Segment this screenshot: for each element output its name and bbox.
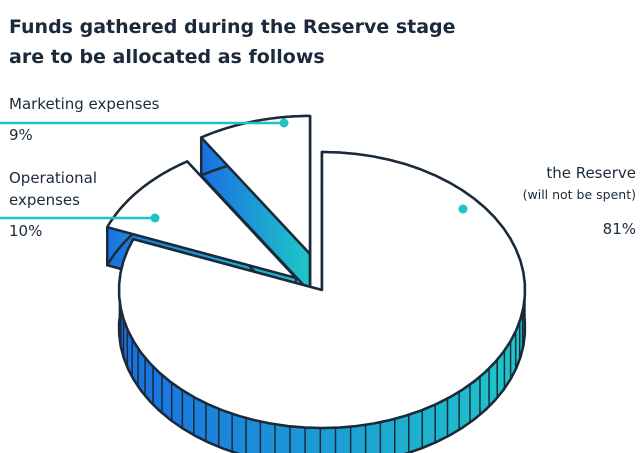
- leader-dot-marketing: [279, 118, 289, 128]
- label-reserve: the Reserve (will not be spent) 81%: [523, 162, 636, 240]
- label-operational-name2: expenses: [9, 191, 80, 209]
- label-reserve-name2: (will not be spent): [522, 187, 636, 202]
- label-operational: Operational expenses 10%: [9, 167, 97, 242]
- leader-dot-operational: [150, 213, 160, 223]
- label-operational-name1: Operational: [9, 169, 98, 187]
- title-line-2: are to be allocated as follows: [9, 46, 325, 68]
- slice-top: [117, 150, 527, 430]
- label-marketing: Marketing expenses 9%: [9, 93, 159, 146]
- label-reserve-name1: the Reserve: [546, 164, 636, 182]
- label-marketing-value: 9%: [9, 126, 33, 144]
- label-marketing-name: Marketing expenses: [9, 95, 160, 113]
- slice-top: [106, 160, 298, 280]
- slice-reserve: [117, 150, 527, 453]
- leader-dot-reserve: [458, 204, 468, 214]
- slice-top: [199, 114, 312, 256]
- chart-title: Funds gathered during the Reserve stage …: [9, 12, 456, 72]
- label-reserve-value: 81%: [602, 220, 636, 238]
- label-operational-value: 10%: [9, 222, 43, 240]
- title-line-1: Funds gathered during the Reserve stage: [9, 16, 456, 38]
- slice-marketing: [199, 114, 312, 294]
